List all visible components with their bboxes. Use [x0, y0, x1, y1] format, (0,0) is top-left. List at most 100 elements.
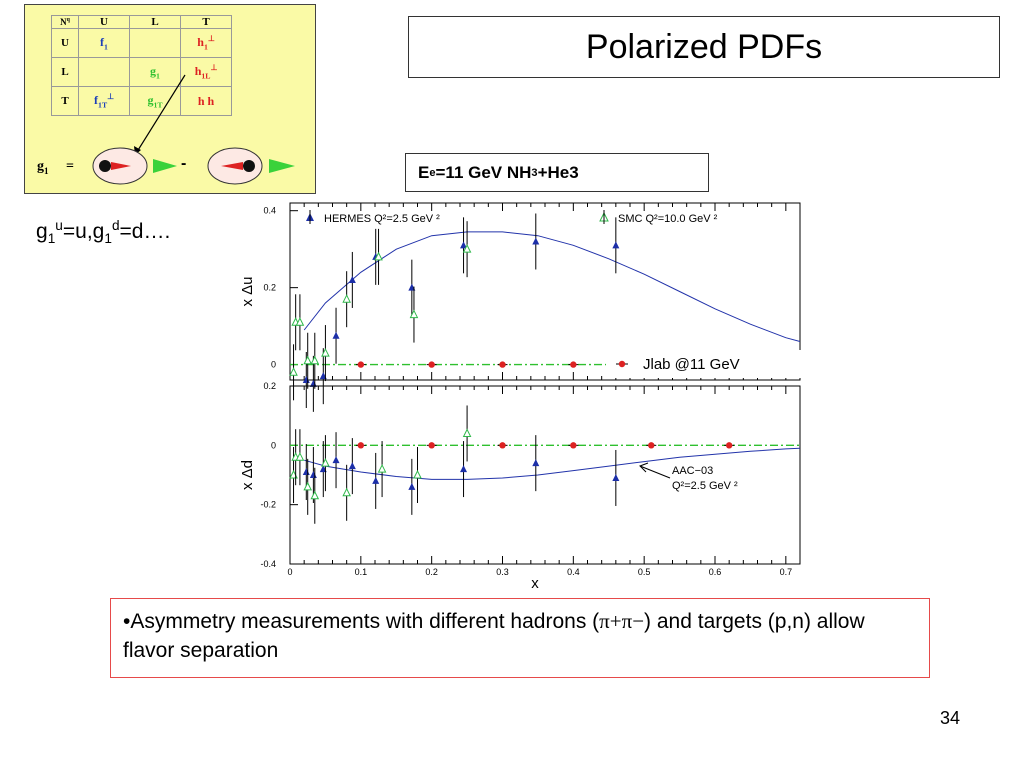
chart-delta-u: 0 0.2 0.4 x Δu HERMES Q²=2.5 GeV ² SMC Q²=10.…: [239, 202, 802, 412]
minus-sign: -: [181, 155, 187, 172]
data-point-circle: [357, 361, 365, 368]
data-point-triangle: [348, 462, 356, 470]
row-header-l: L: [51, 57, 79, 87]
x-tick-label: 0.6: [709, 567, 722, 577]
helicity-diagram: [92, 74, 295, 185]
data-point-triangle: [532, 237, 540, 245]
data-point-triangle: [372, 476, 380, 484]
data-point-triangle: [302, 468, 310, 476]
data-point-triangle: [332, 456, 340, 464]
data-point-open-triangle: [295, 317, 305, 326]
annotation-line-1: AAC−03: [672, 465, 713, 477]
data-point-circle: [499, 361, 506, 368]
corner-q: q: [66, 17, 70, 23]
energy-suffix: +He3: [537, 162, 579, 182]
plot-frame: [289, 385, 801, 565]
data-point-open-triangle: [409, 309, 419, 319]
energy-mid: =11 GeV NH: [435, 162, 532, 182]
data-point-open-triangle: [321, 347, 330, 357]
data-point-open-triangle: [295, 452, 305, 461]
page-number: 34: [940, 708, 961, 728]
red-spin-arrow-left: [111, 162, 131, 170]
data-point-triangle: [612, 241, 620, 249]
y-tick-label: 0: [271, 440, 276, 450]
x-tick-label: 0.7: [780, 567, 793, 577]
data-point-triangle: [460, 241, 468, 249]
cell-f1t-perp: f1T⊥: [78, 86, 130, 116]
cell-g1t: g1T: [129, 86, 181, 116]
data-point-open-triangle: [413, 469, 422, 479]
legend-label-hermes: HERMES Q²=2.5 GeV ²: [324, 213, 440, 225]
x-axis-label: x: [531, 575, 539, 592]
x-tick-label: 0.3: [496, 567, 509, 577]
green-spin-arrow-left: [153, 159, 177, 173]
y-axis-label: x Δu: [239, 276, 256, 306]
row-header-t: T: [51, 86, 79, 116]
data-point-open-triangle: [462, 428, 472, 437]
data-point-open-triangle: [310, 490, 320, 500]
data-point-triangle: [408, 482, 416, 490]
cell-h1-h1t: h h: [180, 86, 232, 116]
cell-f1: f1: [78, 28, 130, 58]
cell-g1: g1: [129, 57, 181, 87]
x-tick-label: 0.4: [567, 567, 580, 577]
bullet-text-1: •Asymmetry measurements with different h…: [123, 610, 600, 633]
table-corner: Nq: [51, 15, 79, 29]
legend-label-smc: SMC Q²=10.0 GeV ²: [618, 213, 718, 225]
bullet-pions: π+π−: [599, 609, 645, 633]
data-point-circle: [570, 361, 577, 368]
data-point-triangle: [309, 471, 317, 478]
y-tick-label: 0.2: [263, 381, 276, 391]
x-tick-label: 0.2: [425, 567, 438, 577]
annotation-line-2: Q²=2.5 GeV ²: [672, 480, 738, 492]
bullet-box: •Asymmetry measurements with different h…: [110, 598, 930, 678]
cell-h1-perp: h1⊥: [180, 28, 232, 58]
data-point-open-triangle: [377, 463, 387, 473]
y-tick-label: -0.4: [260, 559, 276, 569]
annotation-arrow-head: [639, 462, 649, 473]
x-tick-label: 0: [287, 567, 292, 577]
data-point-triangle: [532, 459, 540, 467]
legend-box-jlab: [606, 350, 802, 378]
quark-dot-left: [99, 160, 111, 172]
data-point-open-triangle: [289, 367, 298, 376]
data-point-circle: [357, 442, 365, 449]
quark-dot-right: [243, 160, 255, 172]
y-tick-label: 0: [271, 360, 276, 370]
data-point-open-triangle: [342, 294, 351, 303]
fit-curve: [304, 447, 801, 480]
data-point-open-triangle: [374, 251, 383, 261]
data-point-triangle: [460, 465, 468, 473]
bullet-text-2: ) and targets (p,n) allow flavor separat…: [123, 610, 865, 662]
data-point-circle: [499, 442, 506, 449]
data-point-circle: [648, 442, 655, 449]
data-point-triangle: [348, 275, 356, 283]
tmd-inset: Nq U L T U f1 h1⊥ L g1 h1L⊥ T f1T⊥ g1T h…: [24, 4, 316, 194]
data-point-circle: [725, 442, 733, 449]
y-axis-label: x Δd: [239, 460, 256, 490]
data-point-triangle: [612, 473, 620, 481]
corner-n: N: [60, 17, 67, 27]
g1-formula: g1u=u,g1d=d….: [36, 218, 171, 247]
y-tick-label: 0.2: [263, 283, 276, 293]
data-point-open-triangle: [303, 355, 313, 365]
data-point-circle: [570, 442, 577, 449]
data-point-open-triangle: [462, 244, 472, 253]
data-point-circle: [428, 361, 435, 368]
red-spin-arrow-right: [221, 162, 243, 170]
energy-e: E: [418, 162, 430, 182]
y-tick-label: 0.4: [263, 206, 276, 216]
data-point-open-triangle: [303, 481, 313, 491]
y-tick-label: -0.2: [260, 500, 276, 510]
cell-h1l-perp: h1L⊥: [180, 57, 232, 87]
data-point-open-triangle: [342, 487, 351, 497]
slide-title: Polarized PDFs: [408, 16, 1000, 78]
pointer-arrow-line: [134, 74, 186, 156]
g1-label: g1 =: [37, 159, 75, 176]
annotation-arrow: [639, 465, 671, 479]
tmd-table: Nq U L T U f1 h1⊥ L g1 h1L⊥ T f1T⊥ g1T h…: [51, 15, 232, 116]
legend-label-jlab: Jlab @11 GeV: [643, 356, 740, 373]
